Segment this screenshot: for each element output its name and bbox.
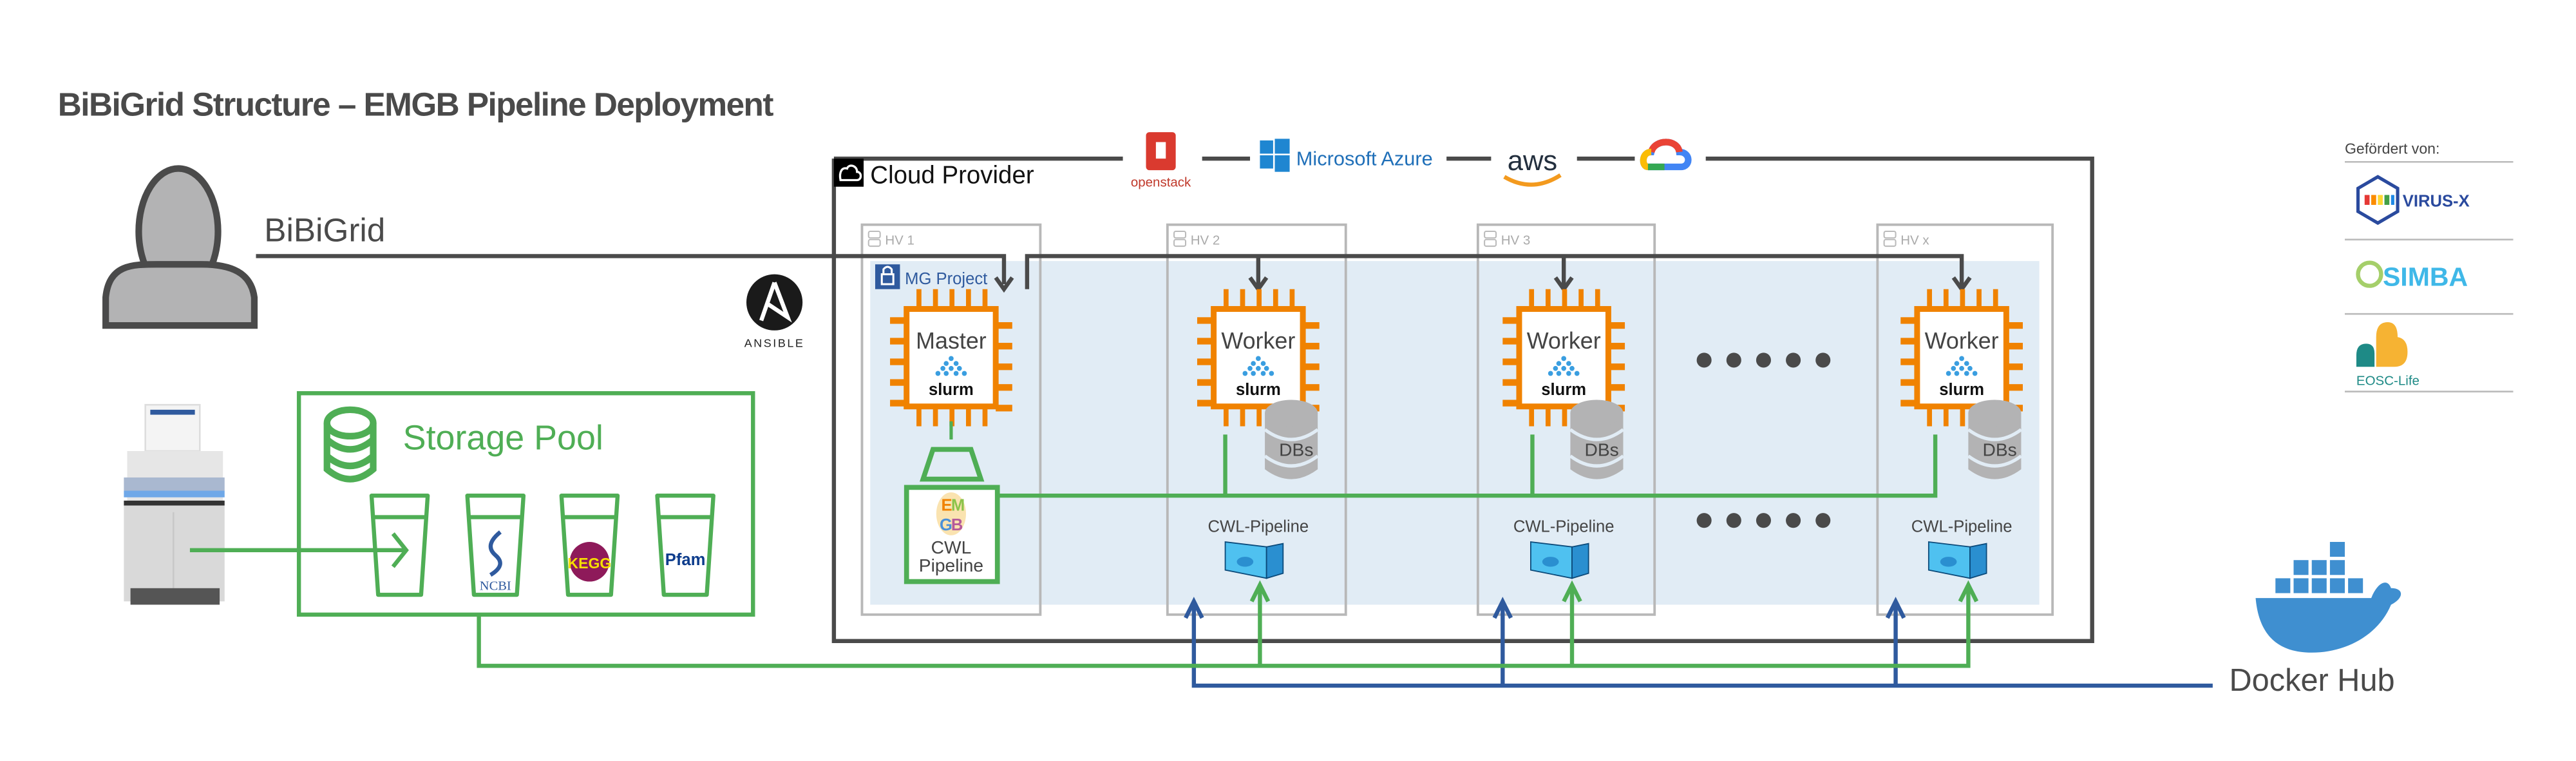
svg-text:KEGG: KEGG [567, 555, 611, 572]
virus-x-logo: VIRUS-X [2356, 175, 2470, 226]
node-role-label: Worker [1925, 328, 1999, 354]
cloud-icon [838, 164, 862, 182]
server-icon [1484, 230, 1497, 247]
database-cylinder: DBs [1264, 400, 1319, 479]
db-label: DBs [1279, 439, 1313, 460]
slurm-logo: slurm [1541, 356, 1586, 399]
server-icon [1173, 230, 1187, 247]
mg-project-area [870, 261, 2040, 605]
storage-pool-box: Storage Pool [296, 391, 755, 617]
cloud-provider-box [831, 156, 2094, 644]
db-label: DBs [1982, 439, 2016, 460]
docker-hub-label: Docker Hub [2230, 663, 2395, 698]
svg-text:slurm: slurm [1236, 381, 1281, 399]
hypervisor-label: HV 1 [885, 233, 914, 247]
funding-panel: Gefördert von: VIRUS-X SIMBA EOSC-Life [2345, 140, 2514, 392]
node-role-label: Worker [1527, 328, 1601, 354]
hypervisor-label: HV 2 [1191, 233, 1220, 247]
svg-text:aws: aws [1508, 146, 1558, 177]
docker-hub-connection [1184, 597, 2213, 688]
bibigrid-label: BiBiGrid [264, 211, 385, 248]
worker-node-chip: Worker slurm [1900, 289, 2023, 427]
database-icon [323, 406, 377, 483]
google-cloud-icon [1640, 139, 1692, 171]
master-node-chip: Master slurm [890, 289, 1012, 427]
hypervisor-label: HV x [1900, 233, 1929, 247]
svg-text:slurm: slurm [929, 381, 974, 399]
svg-text:MG Project: MG Project [905, 270, 987, 288]
svg-text:VIRUS-X: VIRUS-X [2403, 193, 2470, 211]
ansible-label: ANSIBLE [744, 336, 805, 349]
simba-logo: SIMBA [2356, 260, 2468, 292]
slurm-logo: slurm [1939, 356, 1984, 399]
hypervisor-box: HV 2 [1166, 223, 1347, 616]
openstack-logo: openstack [1131, 132, 1191, 190]
docker-container-icon [1927, 541, 1987, 579]
svg-text:Gefördert von:: Gefördert von: [2345, 140, 2439, 157]
more-hypervisors-dots [1696, 352, 1831, 528]
slurm-logo: slurm [1236, 356, 1281, 399]
docker-container-icon [1224, 541, 1284, 579]
svg-text:Pipeline: Pipeline [919, 555, 983, 575]
database-cup-ncbi: NCBI [465, 494, 526, 597]
sequencer-device [124, 403, 225, 605]
storage-mount-line [997, 434, 1938, 498]
database-cylinder: DBs [1569, 400, 1625, 479]
cwl-pipeline-label: CWL-Pipeline [1513, 518, 1615, 536]
user-icon [102, 165, 258, 329]
server-icon [1883, 230, 1897, 247]
svg-text:Pfam: Pfam [665, 551, 706, 569]
svg-text:Microsoft Azure: Microsoft Azure [1296, 147, 1433, 169]
svg-text:G: G [940, 516, 952, 534]
cwl-pipeline: CWL-Pipeline [1911, 518, 2012, 579]
database-cup-kegg: KEGG [559, 494, 620, 597]
svg-text:NCBI: NCBI [480, 579, 511, 593]
hypervisor-box: HV 3 [1476, 223, 1656, 616]
page-title: BiBiGrid Structure – EMGB Pipeline Deplo… [58, 86, 774, 122]
docker-container-icon [1530, 541, 1589, 579]
svg-text:slurm: slurm [1939, 381, 1984, 399]
hypervisor-box: HV x [1876, 223, 2054, 616]
svg-text:EOSC-Life: EOSC-Life [2356, 373, 2420, 388]
svg-text:B: B [951, 516, 963, 534]
node-role-label: Master [916, 328, 987, 354]
hypervisor-box: HV 1 [860, 223, 1042, 616]
cwl-pipeline-label: CWL-Pipeline [1911, 518, 2012, 536]
eosc-life-logo: EOSC-Life [2356, 322, 2420, 388]
azure-logo: Microsoft Azure [1260, 139, 1433, 172]
master-pipeline: EM GB CWL Pipeline [904, 421, 1000, 584]
ncbi-helix-icon [488, 530, 502, 577]
cwl-pipeline: CWL-Pipeline [1208, 518, 1309, 579]
cwl-pipeline: CWL-Pipeline [1513, 518, 1615, 579]
svg-text:slurm: slurm [1541, 381, 1586, 399]
arrow-down-icon [994, 276, 1014, 293]
cwl-pipeline-label: CWL-Pipeline [1208, 518, 1309, 536]
svg-text:Storage Pool: Storage Pool [403, 418, 603, 457]
worker-node-chip: Worker slurm [1197, 289, 1320, 427]
storage-to-pipeline-connection [477, 580, 1979, 668]
bibigrid-connection [256, 254, 1964, 289]
svg-text:SIMBA: SIMBA [2383, 262, 2468, 292]
worker-node-chip: Worker slurm [1502, 289, 1625, 427]
svg-text:E: E [942, 496, 952, 514]
svg-text:openstack: openstack [1131, 175, 1191, 190]
aws-logo: aws [1503, 146, 1562, 187]
lock-icon [880, 273, 895, 285]
db-label: DBs [1585, 439, 1619, 460]
docker-whale-icon [2255, 542, 2401, 653]
hypervisor-label: HV 3 [1501, 233, 1531, 247]
server-icon [867, 230, 881, 247]
database-cylinder: DBs [1967, 400, 2022, 479]
svg-text:CWL: CWL [931, 537, 972, 557]
node-role-label: Worker [1221, 328, 1295, 354]
svg-text:M: M [951, 496, 965, 514]
database-cup-pfam: Pfam [655, 494, 715, 597]
mg-project-badge: MG Project [875, 264, 987, 289]
ansible-icon [746, 274, 803, 331]
cloud-provider-label: Cloud Provider [870, 162, 1034, 189]
slurm-logo: slurm [929, 356, 974, 399]
emgb-logo: EM GB [936, 492, 967, 535]
upload-arrow [189, 532, 409, 568]
